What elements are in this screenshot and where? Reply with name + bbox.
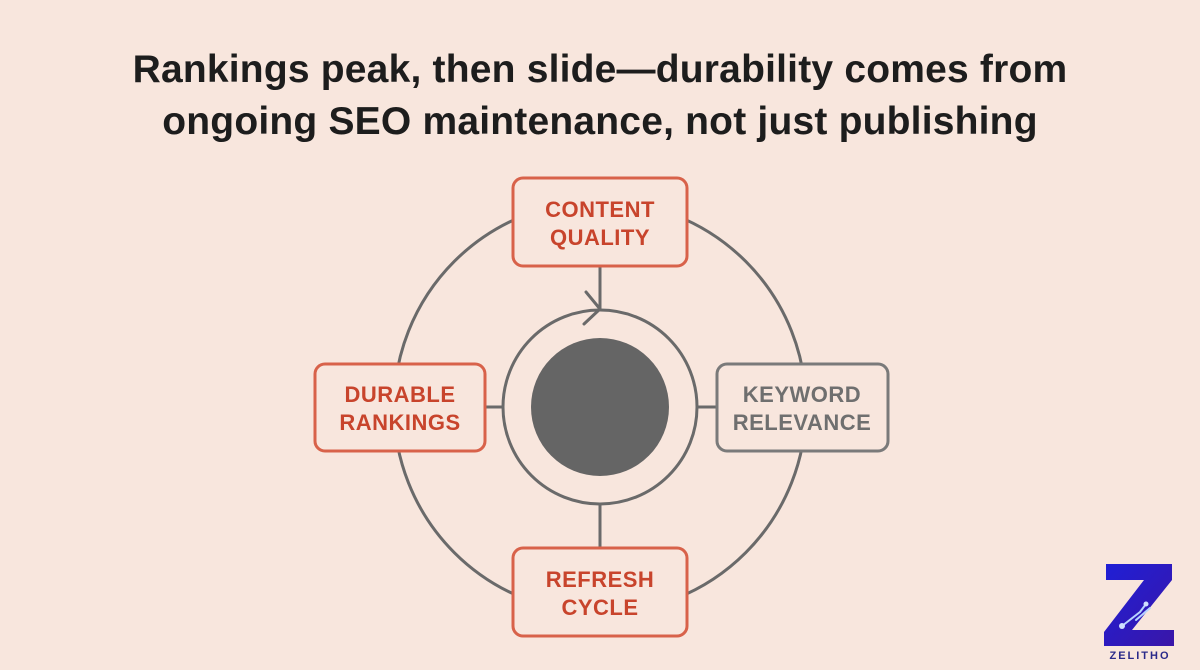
zelitho-logo-icon [1104, 564, 1174, 646]
node-durable-rankings-line-1: DURABLE [344, 382, 455, 407]
node-keyword-relevance-line-1: KEYWORD [743, 382, 861, 407]
node-refresh-cycle: REFRESH CYCLE [511, 546, 689, 638]
cycle-arrow-icon [582, 290, 602, 326]
logo-wordmark: ZELITHO [1109, 650, 1171, 662]
core-circle [531, 338, 669, 476]
node-keyword-relevance-line-2: RELEVANCE [733, 410, 872, 435]
node-durable-rankings: DURABLE RANKINGS [313, 362, 487, 453]
title-line-1: Rankings peak, then slide—durability com… [132, 48, 1068, 91]
page-title: Rankings peak, then slide—durability com… [0, 44, 1200, 148]
node-content-quality: CONTENT QUALITY [511, 176, 689, 268]
node-refresh-cycle-line-1: REFRESH [546, 567, 655, 592]
node-durable-rankings-line-2: RANKINGS [339, 410, 460, 435]
node-refresh-cycle-line-2: CYCLE [561, 595, 638, 620]
node-content-quality-line-2: QUALITY [550, 225, 650, 250]
node-keyword-relevance: KEYWORD RELEVANCE [715, 362, 890, 453]
node-content-quality-line-1: CONTENT [545, 197, 655, 222]
title-line-2: ongoing SEO maintenance, not just publis… [162, 100, 1038, 143]
